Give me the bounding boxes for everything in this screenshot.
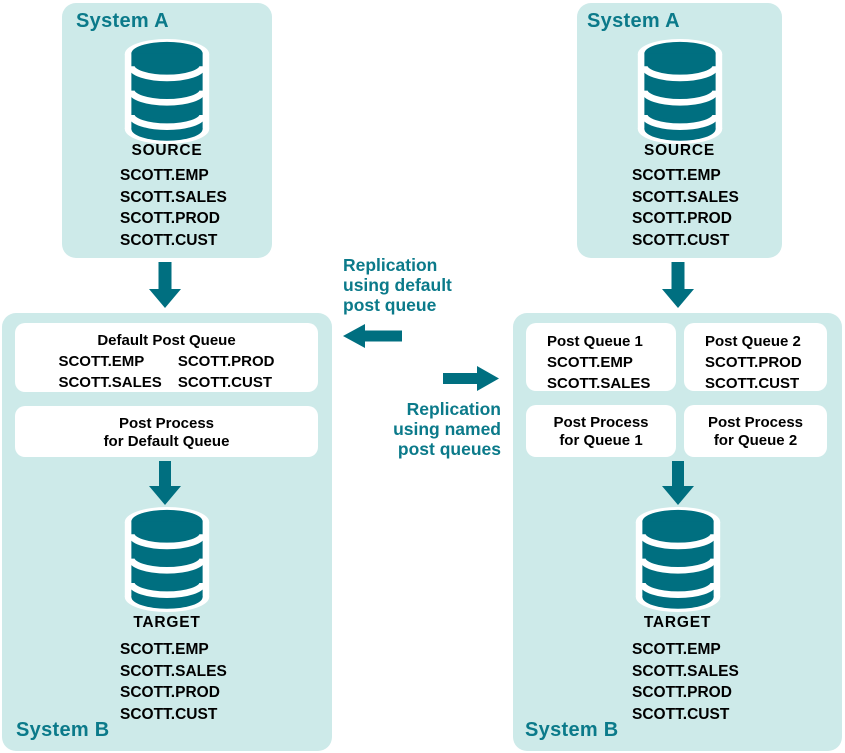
default-post-queue-tables: SCOTT.EMP SCOTT.PROD SCOTT.SALES SCOTT.C… (15, 351, 318, 393)
table-name: SCOTT.PROD (705, 354, 802, 371)
arrow-right-icon (443, 366, 499, 391)
table-name: SCOTT.SALES (547, 375, 651, 392)
arrow-left-icon (343, 324, 402, 348)
post-process-line: for Queue 1 (559, 432, 643, 449)
source-label: SOURCE (643, 142, 716, 159)
left-system-b-title: System B (16, 719, 110, 741)
table-name: SCOTT.PROD (632, 210, 732, 227)
target-label: TARGET (133, 614, 201, 631)
table-name: SCOTT.EMP (120, 641, 209, 658)
table-name: SCOTT.SALES (632, 188, 739, 206)
table-name: SCOTT.CUST (120, 231, 218, 249)
post-process-line: Post Process (118, 415, 215, 432)
left-system-a-title: System A (76, 10, 169, 32)
table-name: SCOTT.PROD (632, 684, 732, 701)
post-process-line: Post Process (707, 414, 804, 431)
table-name: SCOTT.PROD (120, 684, 220, 701)
post-process-line: for Default Queue (103, 433, 230, 450)
table-name: SCOTT.EMP (120, 167, 209, 184)
right-system-a-panel: System A SOURCE SCOTT.EMP SCOTT.SALES SC… (577, 3, 782, 258)
table-name: SCOTT.CUST (632, 705, 730, 723)
replication-default-label: Replication using default post queue (343, 255, 452, 315)
arrow-down-icon (149, 262, 181, 308)
post-process-1-box: Post Process for Queue 1 (526, 405, 676, 457)
source-label: SOURCE (131, 142, 203, 159)
replication-named-label: Replication using named post queues (393, 399, 501, 459)
post-queue-1-box: Post Queue 1 SCOTT.EMP SCOTT.SALES (526, 323, 676, 392)
arrow-down-icon (662, 461, 694, 505)
source-table-list: SCOTT.EMP SCOTT.SALES SCOTT.PROD SCOTT.C… (632, 165, 739, 251)
post-queue-2-box: Post Queue 2 SCOTT.PROD SCOTT.CUST (684, 323, 827, 392)
default-post-queue-box: Default Post Queue SCOTT.EMP SCOTT.PROD … (15, 323, 318, 392)
post-process-2-box: Post Process for Queue 2 (684, 405, 827, 457)
arrow-down-icon (662, 262, 694, 308)
right-system-b-title: System B (525, 719, 619, 741)
table-name: SCOTT.SALES (120, 662, 227, 680)
table-name: SCOTT.CUST (632, 231, 730, 249)
right-system-a-title: System A (587, 10, 680, 32)
default-post-process-box: Post Process for Default Queue (15, 406, 318, 457)
table-name: SCOTT.CUST (120, 705, 218, 723)
database-icon (124, 507, 210, 612)
table-name: SCOTT.PROD (177, 353, 275, 370)
table-name: SCOTT.SALES (120, 188, 227, 206)
table-name: SCOTT.EMP (632, 641, 721, 658)
left-system-b-panel: Default Post Queue SCOTT.EMP SCOTT.PROD … (2, 313, 332, 751)
database-icon (124, 39, 210, 144)
post-queue-1-title: Post Queue 1 (547, 333, 643, 350)
database-icon (635, 507, 720, 612)
table-name: SCOTT.EMP (58, 353, 145, 370)
target-table-list: SCOTT.EMP SCOTT.SALES SCOTT.PROD SCOTT.C… (120, 639, 227, 725)
table-name: SCOTT.EMP (547, 354, 633, 371)
table-name: SCOTT.CUST (705, 375, 800, 392)
post-process-line: Post Process (553, 414, 649, 431)
default-post-queue-title: Default Post Queue (97, 332, 236, 349)
table-name: SCOTT.EMP (632, 167, 721, 184)
source-table-list: SCOTT.EMP SCOTT.SALES SCOTT.PROD SCOTT.C… (120, 165, 227, 251)
target-table-list: SCOTT.EMP SCOTT.SALES SCOTT.PROD SCOTT.C… (632, 639, 739, 725)
database-icon (637, 39, 722, 144)
target-label: TARGET (643, 614, 712, 631)
table-name: SCOTT.CUST (177, 374, 272, 391)
right-system-b-panel: Post Queue 1 SCOTT.EMP SCOTT.SALES Post … (513, 313, 842, 751)
table-name: SCOTT.SALES (58, 374, 162, 391)
left-system-a-panel: System A SOURCE SCOTT.EMP SCOTT.SALES SC… (62, 3, 272, 258)
post-process-line: for Queue 2 (713, 432, 798, 449)
table-name: SCOTT.PROD (120, 210, 220, 227)
table-name: SCOTT.SALES (632, 662, 739, 680)
post-queue-2-title: Post Queue 2 (705, 333, 801, 350)
arrow-down-icon (149, 461, 181, 505)
